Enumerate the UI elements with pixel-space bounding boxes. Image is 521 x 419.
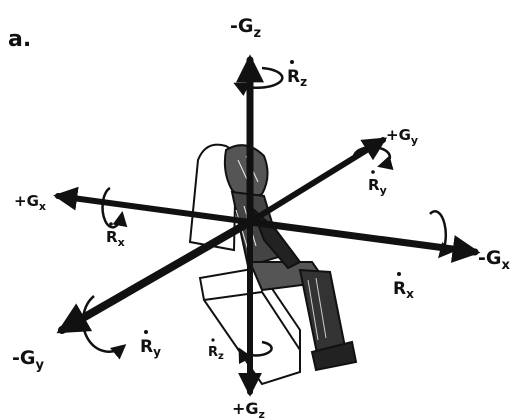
svg-text:Rz: Rz [208, 345, 224, 362]
label-ry-upper: Ry [368, 170, 387, 197]
label-pos-gy: +Gy [386, 126, 418, 147]
label-rz-bottom: Rz [208, 338, 224, 362]
svg-text:Rx: Rx [106, 228, 125, 249]
svg-text:Ry: Ry [140, 337, 161, 359]
svg-text:Rx: Rx [393, 279, 414, 301]
label-pos-gx: +Gx [14, 192, 46, 213]
label-rx-right: Rx [393, 272, 414, 301]
axis-pos-gy [250, 140, 383, 222]
label-neg-gz: -Gz [230, 15, 261, 41]
label-rz-top: Rz [287, 60, 307, 89]
label-neg-gx: -Gx [478, 247, 510, 273]
svg-text:Ry: Ry [368, 176, 387, 197]
label-pos-gz: +Gz [232, 399, 265, 419]
panel-label: a. [8, 27, 31, 52]
label-neg-gy: -Gy [12, 347, 44, 373]
svg-text:Rz: Rz [287, 67, 307, 89]
label-ry-lower: Ry [140, 330, 161, 359]
rz-top-arc [236, 68, 282, 88]
rx-left-arc [103, 188, 122, 227]
